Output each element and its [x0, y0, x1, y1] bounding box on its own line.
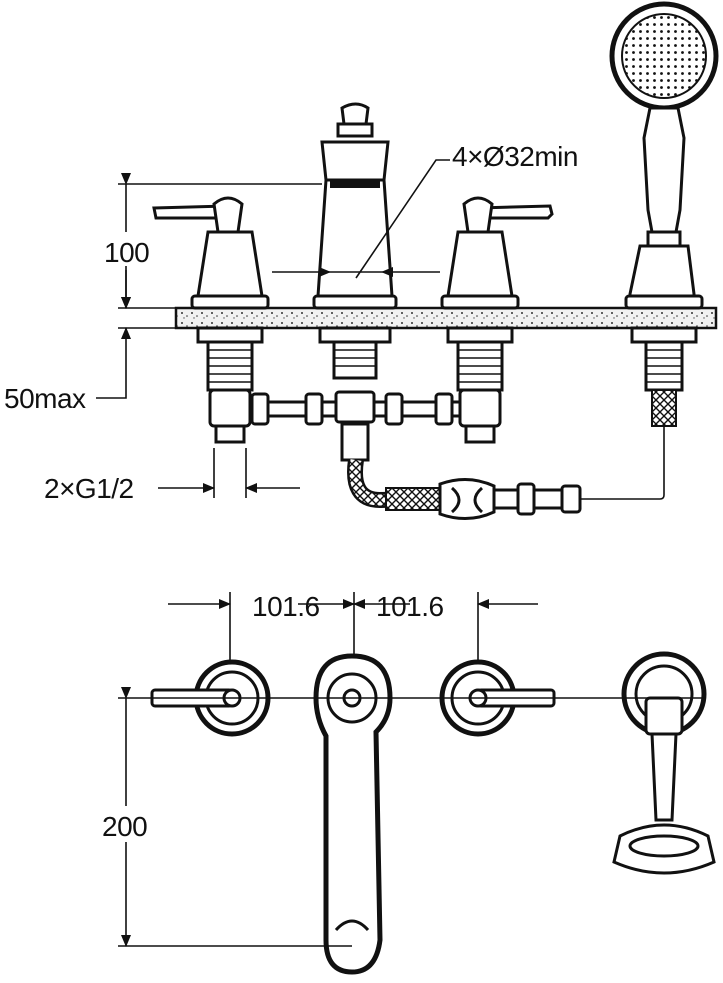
spacing-left-label: 101.6: [252, 591, 320, 622]
shower-hose: [347, 420, 665, 520]
dim-hole: 4×Ø32min: [272, 141, 578, 279]
center-spout: [312, 102, 398, 462]
left-valve: [152, 196, 270, 444]
spacing-right-label: 101.6: [376, 591, 444, 622]
dim-thread: 2×G1/2: [44, 448, 300, 504]
thread-dim-label: 2×G1/2: [44, 473, 134, 504]
plan-view: 101.6 101.6: [100, 591, 716, 975]
depth-dim-label: 200: [102, 811, 147, 842]
dim-spacing: 101.6 101.6: [168, 591, 538, 664]
dim-height: 100: [104, 173, 322, 309]
hole-dim-label: 4×Ø32min: [452, 141, 578, 172]
right-valve: [440, 196, 554, 444]
hand-shower: [609, 1, 719, 427]
dim-deck: 50max: [4, 270, 176, 414]
shower-holder-plan: [612, 651, 716, 875]
height-dim-label: 100: [104, 237, 149, 268]
deck-surface: [174, 306, 718, 330]
deck-dim-label: 50max: [4, 383, 86, 414]
front-elevation: 100 50max 4×Ø32min 2×G1/2: [4, 1, 719, 520]
connection-pipes: [248, 392, 462, 426]
dim-depth: 200: [100, 687, 158, 947]
spout-plan: [313, 653, 393, 975]
